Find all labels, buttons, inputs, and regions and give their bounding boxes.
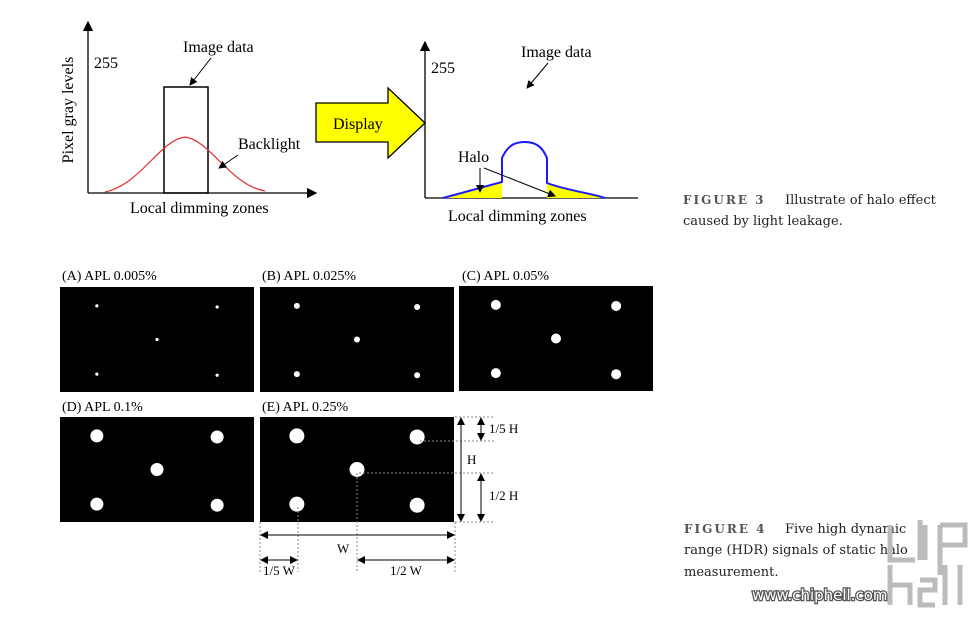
figure-label: FIGURE 4 — [684, 522, 767, 536]
caption-line: measurement. — [684, 565, 778, 580]
panel-c-label: (C) APL 0.05% — [462, 269, 549, 284]
dim-w: W — [337, 541, 350, 556]
white-spot — [155, 337, 159, 342]
panel-d-label: (D) APL 0.1% — [62, 400, 143, 415]
backlight-arrow — [218, 154, 239, 169]
dim-fifth-w: 1/5 W — [263, 563, 296, 578]
halo-arrow-right — [483, 167, 556, 198]
caption-line: Five high dynamic — [785, 522, 906, 537]
white-spot — [414, 372, 421, 379]
image-data-label: Image data — [521, 44, 592, 61]
figure4-caption: FIGURE 4 Five high dynamic range (HDR) s… — [684, 522, 908, 580]
white-spot — [409, 429, 425, 445]
image-data-label: Image data — [183, 39, 254, 56]
dim-half-h: 1/2 H — [489, 488, 518, 503]
watermark-url: www.chiphell.com — [752, 586, 888, 604]
white-spot — [210, 498, 224, 512]
figure3-right-plot: 255 Image data Halo Local dimming zones — [419, 40, 638, 225]
white-spot — [289, 428, 305, 444]
white-spot — [215, 305, 219, 309]
panel-a-label: (A) APL 0.005% — [62, 269, 157, 284]
caption-line: Illustrate of halo effect — [785, 193, 937, 208]
image-data-rect — [163, 86, 209, 194]
white-spot — [95, 372, 99, 376]
white-spot — [210, 430, 224, 444]
figure-label: FIGURE 3 — [683, 193, 766, 207]
white-spot — [150, 463, 164, 476]
white-spot — [611, 300, 622, 311]
y-axis-label: Pixel gray levels — [60, 57, 77, 164]
white-spot — [551, 333, 561, 344]
white-spot — [490, 368, 501, 379]
chiphell-logo — [887, 520, 968, 608]
figure3-caption: FIGURE 3 Illustrate of halo effect cause… — [683, 193, 937, 229]
y-max-label: 255 — [94, 55, 118, 72]
figure3-left-plot: Pixel gray levels 255 Image data Backlig… — [60, 20, 318, 217]
panel-e-label: (E) APL 0.25% — [262, 400, 349, 415]
backlight-curve — [104, 136, 266, 193]
dim-h: H — [467, 452, 476, 467]
panel-b-label: (B) APL 0.025% — [262, 269, 356, 284]
display-arrow: Display — [315, 86, 426, 160]
backlight-label: Backlight — [238, 136, 301, 153]
white-spot — [409, 497, 425, 513]
halo-label: Halo — [458, 149, 489, 166]
image-data-arrow — [526, 62, 549, 89]
white-spot — [215, 373, 219, 377]
caption-line: range (HDR) signals of static halo — [684, 543, 908, 558]
dim-fifth-h: 1/5 H — [489, 421, 518, 436]
dim-half-w: 1/2 W — [390, 563, 423, 578]
x-axis-label: Local dimming zones — [130, 200, 269, 217]
figure4: (A) APL 0.005% (B) APL 0.025% (C) APL 0.… — [60, 269, 653, 522]
y-max-label: 255 — [431, 60, 455, 77]
x-axis-label: Local dimming zones — [448, 208, 587, 225]
white-spot — [611, 369, 622, 380]
dimension-annotations: 1/5 H H 1/2 H W 1/5 W 1/2 W — [259, 416, 518, 578]
white-spot — [289, 496, 305, 512]
white-spot — [90, 429, 104, 443]
white-spot — [414, 303, 421, 310]
white-spot — [293, 302, 300, 309]
white-spot — [90, 497, 104, 511]
image-data-arrow — [189, 57, 212, 86]
signal-curve — [442, 140, 606, 199]
white-spot — [354, 336, 360, 343]
white-spot — [490, 299, 501, 310]
watermark: www.chiphell.com — [751, 520, 968, 608]
display-label: Display — [333, 116, 383, 133]
white-spot — [293, 371, 300, 378]
caption-line: caused by light leakage. — [683, 214, 843, 229]
white-spot — [95, 304, 99, 308]
